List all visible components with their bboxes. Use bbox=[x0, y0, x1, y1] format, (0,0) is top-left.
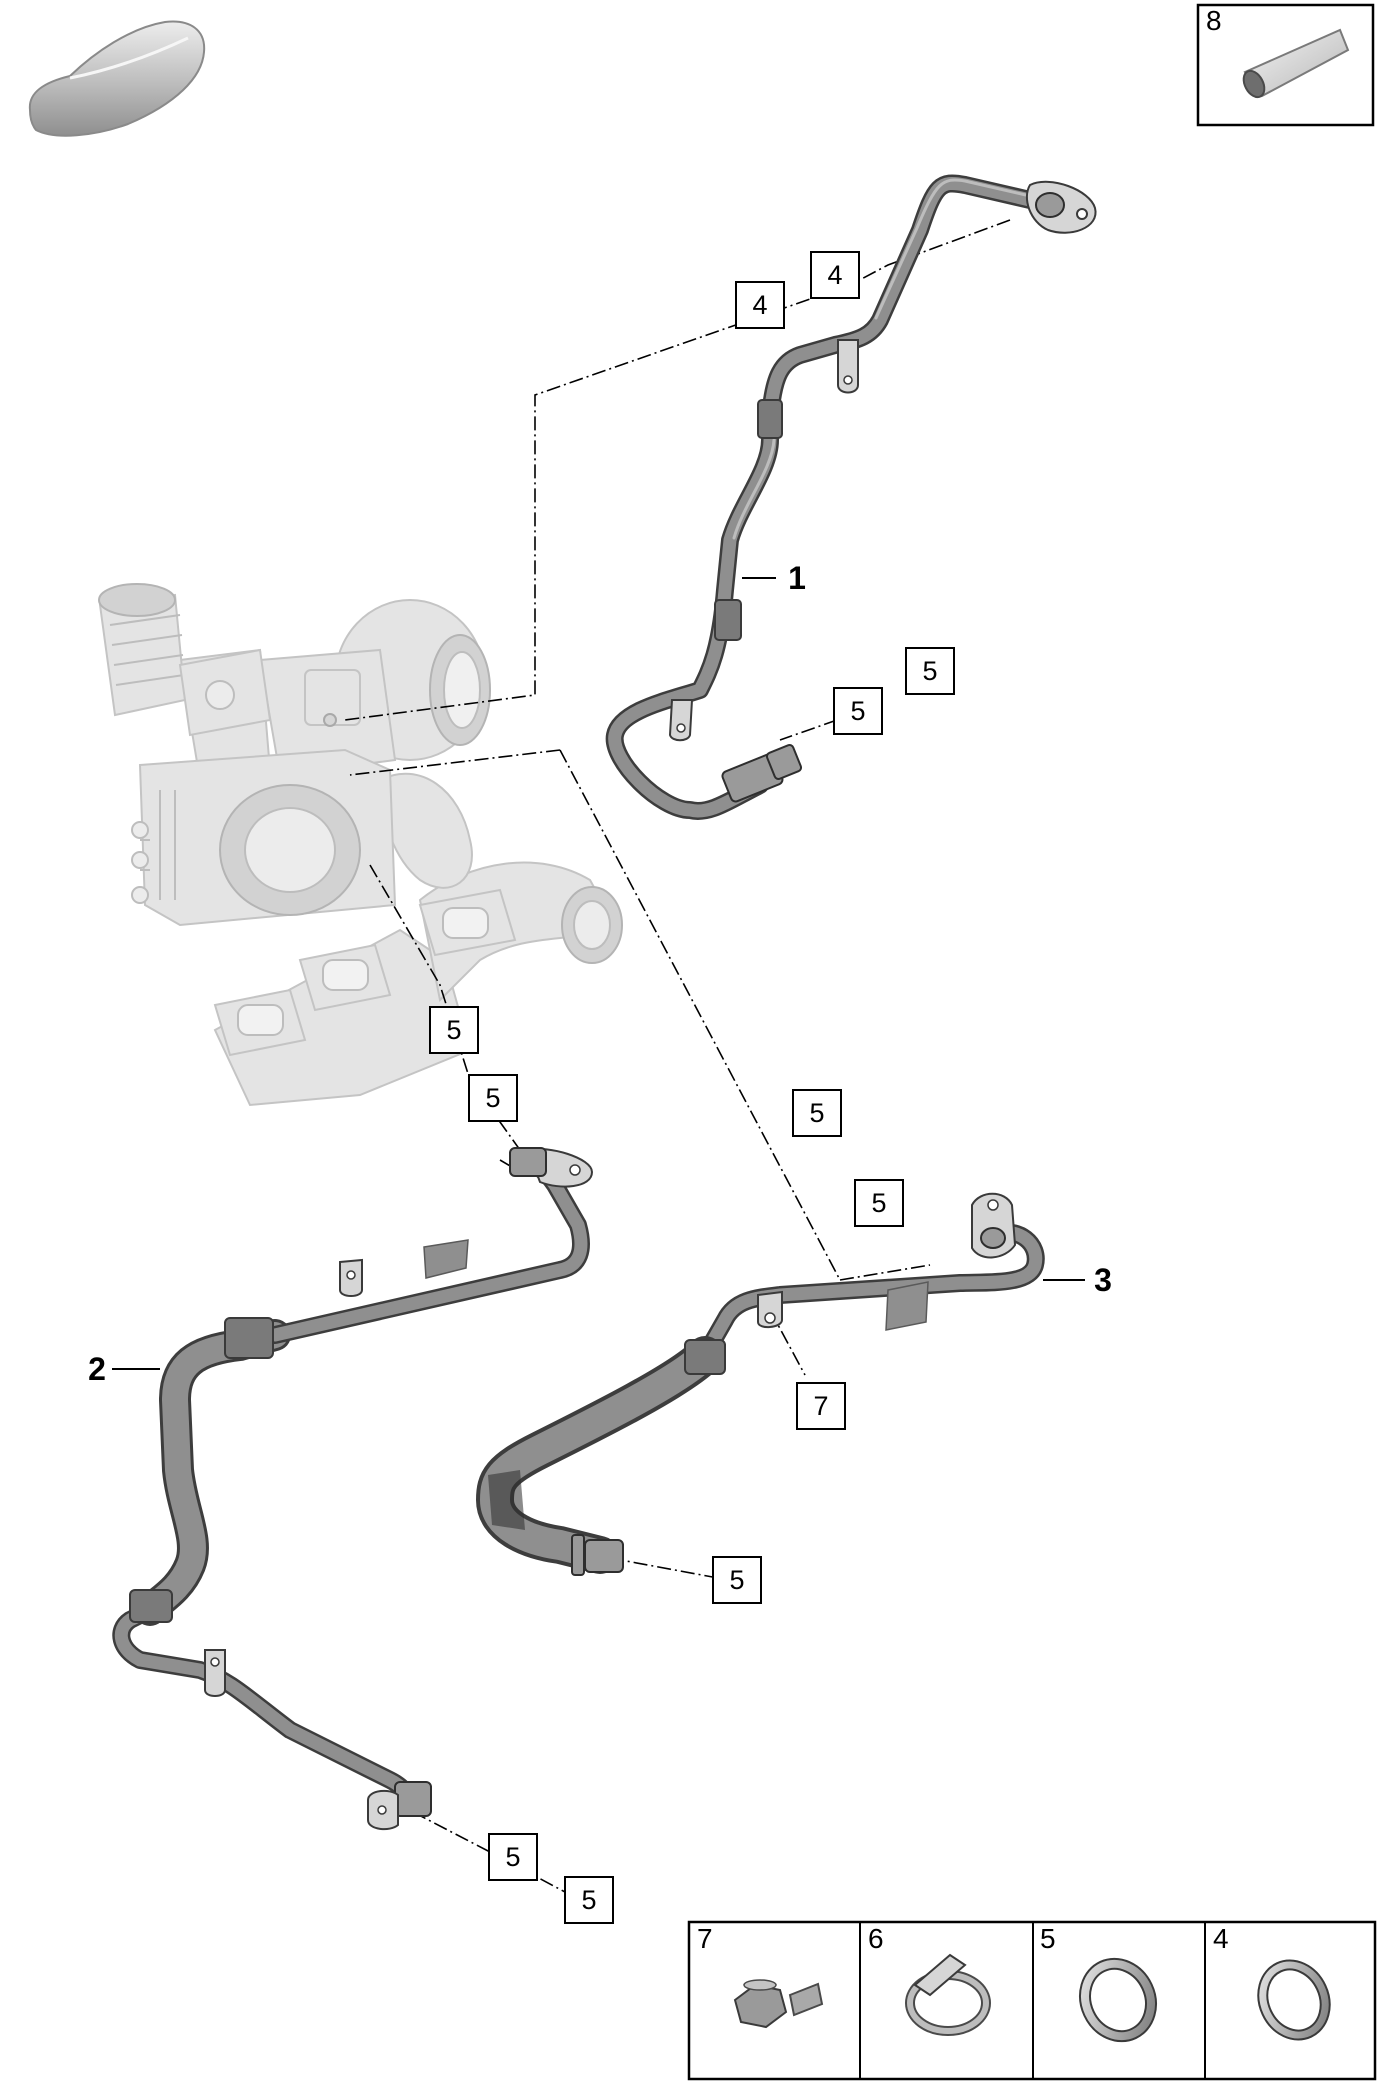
legend-item-5: 5 bbox=[1040, 1923, 1157, 2043]
svg-text:7: 7 bbox=[813, 1391, 828, 1421]
svg-text:5: 5 bbox=[729, 1565, 744, 1595]
callout-5-pipe2-upper: 5 bbox=[429, 1006, 479, 1054]
svg-text:5: 5 bbox=[871, 1188, 886, 1218]
svg-text:4: 4 bbox=[752, 290, 767, 320]
callout-5-pipe3-upper: 5 bbox=[792, 1089, 842, 1137]
callout-5-pipe1-inner: 5 bbox=[833, 687, 883, 735]
callout-5-pipe2-end-inner: 5 bbox=[488, 1833, 538, 1881]
svg-text:5: 5 bbox=[485, 1083, 500, 1113]
sealant-tube-icon bbox=[1242, 28, 1350, 99]
bottom-legend: 7 6 5 4 bbox=[687, 1920, 1377, 2081]
callout-5-pipe1-outer: 5 bbox=[905, 647, 955, 695]
o-ring-icon bbox=[1079, 1957, 1157, 2043]
callout-5-pipe3-end: 5 bbox=[712, 1556, 762, 1604]
part-label-3: 3 bbox=[1094, 1262, 1112, 1298]
legend-item-4: 4 bbox=[1213, 1923, 1331, 2041]
svg-text:4: 4 bbox=[827, 260, 842, 290]
callout-5-pipe3-lower: 5 bbox=[854, 1179, 904, 1227]
callout-4-upper: 4 bbox=[810, 251, 860, 299]
pipe-3 bbox=[476, 1192, 1045, 1576]
svg-text:6: 6 bbox=[868, 1923, 884, 1954]
svg-text:5: 5 bbox=[809, 1098, 824, 1128]
pipe-2 bbox=[112, 1147, 594, 1831]
part-label-2: 2 bbox=[88, 1351, 106, 1387]
legend-item-7: 7 bbox=[697, 1923, 824, 2029]
callout-4-lower: 4 bbox=[735, 281, 785, 329]
legend-number-8: 8 bbox=[1206, 5, 1222, 36]
callout-5-pipe2-lower: 5 bbox=[468, 1074, 518, 1122]
svg-text:5: 5 bbox=[446, 1015, 461, 1045]
bolt-icon bbox=[733, 1979, 824, 2029]
legend-item-6: 6 bbox=[868, 1923, 991, 2036]
svg-text:5: 5 bbox=[505, 1842, 520, 1872]
turbocharger-illustration bbox=[98, 583, 623, 1107]
vehicle-silhouette-icon bbox=[28, 20, 206, 137]
hose-clamp-icon bbox=[905, 1953, 991, 2036]
part-label-1: 1 bbox=[788, 560, 806, 596]
svg-text:7: 7 bbox=[697, 1923, 713, 1954]
svg-text:5: 5 bbox=[850, 696, 865, 726]
svg-text:5: 5 bbox=[581, 1885, 596, 1915]
legend-item-8: 8 bbox=[1196, 3, 1375, 127]
callout-5-pipe2-end-outer: 5 bbox=[564, 1876, 614, 1924]
svg-text:4: 4 bbox=[1213, 1923, 1229, 1954]
svg-text:5: 5 bbox=[1040, 1923, 1056, 1954]
leader-lines bbox=[344, 219, 1011, 1893]
o-ring-icon bbox=[1257, 1959, 1331, 2041]
callout-7: 7 bbox=[796, 1382, 846, 1430]
pipe-1 bbox=[605, 174, 1097, 820]
svg-text:5: 5 bbox=[922, 656, 937, 686]
